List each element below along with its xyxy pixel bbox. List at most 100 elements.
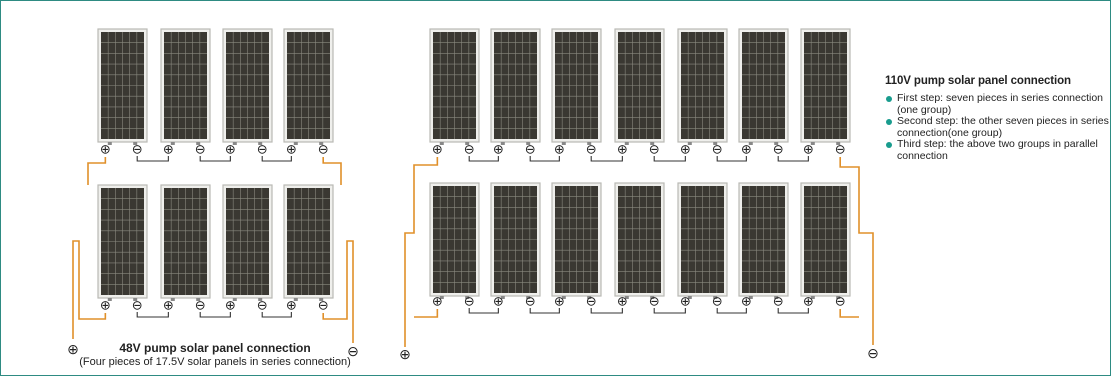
plus-terminal-icon: ⊕ bbox=[432, 142, 443, 157]
panel-tab bbox=[500, 296, 505, 299]
panel-tab bbox=[687, 296, 692, 299]
panel-tab bbox=[836, 142, 841, 145]
panel-110v-bottom-panel bbox=[800, 182, 851, 299]
minus-terminal-icon: ⊖ bbox=[773, 294, 784, 309]
panel-tab bbox=[561, 296, 566, 299]
panel-tab bbox=[561, 142, 566, 145]
orange-wire bbox=[404, 157, 439, 347]
panel-tab bbox=[232, 298, 237, 301]
bullet-icon bbox=[886, 142, 892, 148]
plus-terminal-icon: ⊕ bbox=[803, 142, 814, 157]
minus-terminal-icon: ⊖ bbox=[195, 298, 206, 313]
minus-terminal-icon: ⊖ bbox=[464, 142, 475, 157]
minus-terminal-icon: ⊖ bbox=[586, 142, 597, 157]
orange-wire bbox=[414, 309, 439, 318]
plus-terminal-icon: ⊕ bbox=[286, 142, 297, 157]
panel-48v-top-panel bbox=[283, 28, 334, 145]
caption-48v-title: 48V pump solar panel connection bbox=[119, 341, 311, 355]
bullet-icon bbox=[886, 96, 892, 102]
panel-tab bbox=[465, 296, 470, 299]
plus-terminal-icon: ⊕ bbox=[803, 294, 814, 309]
minus-terminal-icon: ⊖ bbox=[586, 294, 597, 309]
bullet-icon bbox=[886, 119, 892, 125]
minus-terminal-icon: ⊖ bbox=[712, 294, 723, 309]
minus-terminal-icon: ⊖ bbox=[257, 298, 268, 313]
legend-step-2-text: Second step: the other seven pieces in s… bbox=[897, 115, 1109, 139]
panel-tab bbox=[713, 296, 718, 299]
plus-terminal-icon: ⊕ bbox=[680, 142, 691, 157]
panel-tab bbox=[107, 142, 112, 145]
plus-terminal-icon: ⊕ bbox=[493, 142, 504, 157]
output-plus-icon: ⊕ bbox=[67, 341, 79, 357]
panel-110v-bottom-panel bbox=[429, 182, 480, 299]
orange-wire bbox=[322, 157, 342, 185]
series-link-wire bbox=[716, 156, 747, 162]
panel-tab bbox=[687, 142, 692, 145]
series-link-wire bbox=[777, 156, 809, 162]
orange-wire bbox=[87, 157, 107, 185]
panel-tab bbox=[293, 142, 298, 145]
panel-tab bbox=[650, 296, 655, 299]
panel-tab bbox=[107, 298, 112, 301]
minus-terminal-icon: ⊖ bbox=[195, 142, 206, 157]
legend-step-3-text: Third step: the above two groups in para… bbox=[897, 138, 1098, 162]
panel-tab bbox=[258, 298, 263, 301]
series-link-wire bbox=[199, 312, 231, 318]
output-plus-icon: ⊕ bbox=[399, 346, 411, 362]
series-link-wire bbox=[468, 156, 499, 162]
panel-110v-top-panel bbox=[490, 28, 541, 145]
minus-terminal-icon: ⊖ bbox=[649, 294, 660, 309]
plus-terminal-icon: ⊕ bbox=[617, 294, 628, 309]
legend-110v: 110V pump solar panel connection First s… bbox=[885, 75, 1110, 162]
minus-terminal-icon: ⊖ bbox=[318, 298, 329, 313]
plus-terminal-icon: ⊕ bbox=[554, 294, 565, 309]
series-link-wire bbox=[261, 156, 292, 162]
minus-terminal-icon: ⊖ bbox=[318, 142, 329, 157]
orange-wire bbox=[839, 157, 874, 345]
series-link-wire bbox=[653, 156, 686, 162]
plus-terminal-icon: ⊕ bbox=[225, 298, 236, 313]
panel-tab bbox=[319, 298, 324, 301]
panel-tab bbox=[624, 142, 629, 145]
panel-tab bbox=[232, 142, 237, 145]
series-link-wire bbox=[716, 308, 747, 314]
series-link-wire bbox=[529, 156, 560, 162]
panel-tab bbox=[624, 296, 629, 299]
panel-tab bbox=[439, 296, 444, 299]
series-link-wire bbox=[529, 308, 560, 314]
panel-tab bbox=[196, 142, 201, 145]
panel-tab bbox=[439, 142, 444, 145]
series-link-wire bbox=[261, 312, 292, 318]
minus-terminal-icon: ⊖ bbox=[525, 294, 536, 309]
panel-tab bbox=[748, 142, 753, 145]
plus-terminal-icon: ⊕ bbox=[680, 294, 691, 309]
output-minus-icon: ⊖ bbox=[867, 345, 879, 361]
panel-tab bbox=[500, 142, 505, 145]
panel-110v-bottom-panel bbox=[614, 182, 665, 299]
legend-title: 110V pump solar panel connection bbox=[885, 75, 1071, 87]
panel-tab bbox=[526, 142, 531, 145]
plus-terminal-icon: ⊕ bbox=[163, 142, 174, 157]
panel-48v-bottom-panel bbox=[160, 184, 211, 301]
panel-110v-bottom-panel bbox=[490, 182, 541, 299]
panel-tab bbox=[170, 298, 175, 301]
plus-terminal-icon: ⊕ bbox=[554, 142, 565, 157]
minus-terminal-icon: ⊖ bbox=[712, 142, 723, 157]
plus-terminal-icon: ⊕ bbox=[432, 294, 443, 309]
series-link-wire bbox=[468, 308, 499, 314]
plus-terminal-icon: ⊕ bbox=[163, 298, 174, 313]
minus-terminal-icon: ⊖ bbox=[649, 142, 660, 157]
minus-terminal-icon: ⊖ bbox=[464, 294, 475, 309]
panel-48v-bottom-panel bbox=[97, 184, 148, 301]
panel-tab bbox=[465, 142, 470, 145]
plus-terminal-icon: ⊕ bbox=[286, 298, 297, 313]
series-link-wire bbox=[136, 156, 169, 162]
orange-wire bbox=[72, 240, 107, 339]
series-link-wire bbox=[199, 156, 231, 162]
panel-110v-top-panel bbox=[738, 28, 789, 145]
minus-terminal-icon: ⊖ bbox=[132, 298, 143, 313]
minus-terminal-icon: ⊖ bbox=[257, 142, 268, 157]
panel-tab bbox=[526, 296, 531, 299]
series-link-wire bbox=[136, 312, 169, 318]
